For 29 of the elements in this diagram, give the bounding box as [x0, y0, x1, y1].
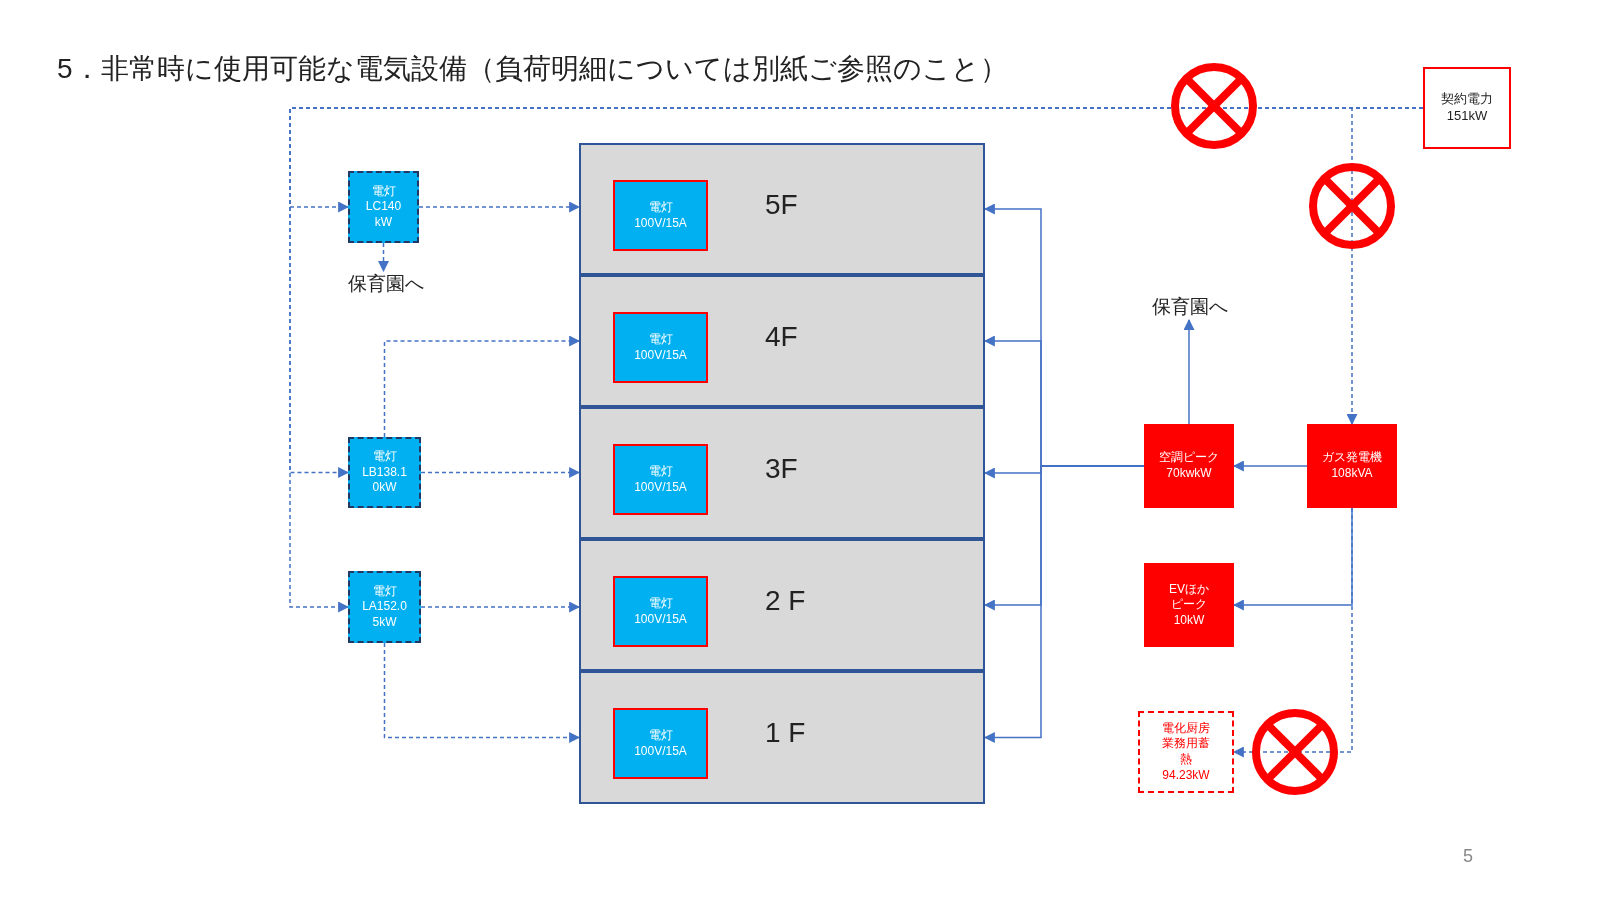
connector-arrow [383, 335, 581, 438]
title: 5．非常時に使用可能な電気設備（負荷明細については別紙ご参照のこと） [57, 52, 1008, 86]
connector-arrow [383, 642, 581, 743]
lighting-box: 電灯 100V/15A [613, 708, 708, 779]
equipment-box: 電化厨房業務用蓄熱94.23kW [1138, 711, 1234, 793]
lighting-box: 電灯 100V/15A [613, 180, 708, 251]
equipment-box: ガス発電機108kVA [1307, 424, 1397, 508]
floor-label: 3F [765, 453, 798, 485]
connector-arrow [418, 201, 581, 213]
connector-arrow [378, 242, 389, 273]
connector-arrow [420, 467, 581, 478]
panel-box: 電灯LC140kW [348, 171, 419, 243]
lighting-box: 電灯 100V/15A [613, 576, 708, 647]
floor-label: 4F [765, 321, 798, 353]
destination-label: 保育園へ [336, 271, 436, 297]
lighting-box: 電灯 100V/15A [613, 312, 708, 383]
page-number: 5 [1463, 846, 1473, 867]
connector-arrow [420, 601, 581, 613]
floor-label: 5F [765, 189, 798, 221]
connector-arrow [1183, 318, 1195, 425]
lighting-box: 電灯 100V/15A [613, 444, 708, 515]
contract-box: 契約電力151kW [1423, 67, 1511, 149]
panel-box: 電灯LB138.10kW [348, 437, 421, 508]
floor-label: 1 F [765, 717, 806, 749]
panel-box: 電灯LA152.05kW [348, 571, 421, 643]
equipment-box: 空調ピーク70kwkW [1144, 424, 1234, 508]
floor-label: 2 F [765, 585, 806, 617]
equipment-box: EVほかピーク10kW [1144, 563, 1234, 647]
destination-label: 保育園へ [1144, 294, 1236, 320]
